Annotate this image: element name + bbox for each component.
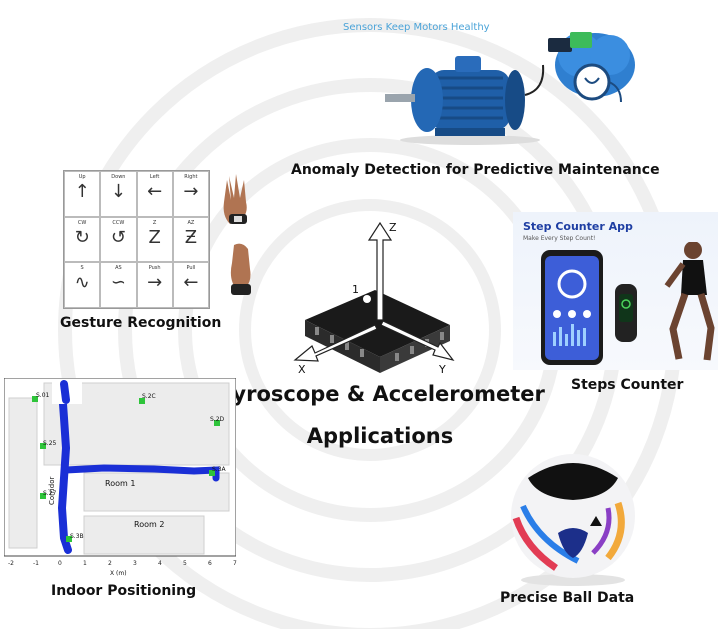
gesture-cell: Up↑ [64, 171, 101, 217]
gesture-cell: Pull← [172, 262, 209, 308]
marker-s2c: S.2C [142, 393, 156, 400]
gesture-cell-label: Left [149, 174, 160, 180]
gesture-cell-label: AZ [187, 219, 195, 226]
gesture-glyph-icon: ↑ [74, 181, 90, 202]
xtick-label: 4 [158, 560, 162, 567]
xtick-label: 3 [133, 560, 137, 567]
corridor-label: Corridor [48, 476, 56, 505]
ball-label: Precise Ball Data [500, 590, 635, 606]
gesture-cell-label: S [80, 265, 84, 272]
pin1-label: 1 [352, 283, 359, 296]
gesture-glyph-icon: → [147, 272, 163, 294]
step-counter-app-panel: Step Counter App Make Every Step Count! [513, 212, 718, 370]
sensor-chip-diagram [293, 221, 455, 373]
step-app-title: Step Counter App [523, 220, 633, 233]
axis-x-label: X [298, 363, 306, 376]
gesture-glyph-icon: ↺ [110, 226, 126, 248]
gesture-cell-label: Down [111, 174, 126, 180]
chip-left-face [305, 320, 380, 373]
gesture-cell: CW↻ [64, 216, 101, 263]
hand-wave-icon [223, 174, 247, 224]
gesture-cell-label: Pull [186, 265, 196, 272]
gesture-cell-label: Right [184, 174, 198, 180]
xtick-label: 2 [108, 560, 112, 567]
motor-illustration [385, 56, 545, 145]
xtick-label: -2 [8, 560, 14, 567]
marker-s3a: S.3A [212, 466, 226, 473]
xtick-label: -1 [33, 560, 39, 567]
center-title-line2: Applications [306, 424, 454, 448]
indoor-xaxis-label: X (m) [110, 570, 127, 577]
indoor-positioning-map [4, 378, 236, 557]
gesture-cell: Push→ [136, 262, 173, 308]
xtick-label: 7 [233, 560, 237, 567]
xtick-label: 0 [58, 560, 62, 567]
room1-label: Room 1 [105, 479, 136, 488]
step-app-subtitle: Make Every Step Count! [523, 235, 596, 242]
center-title-line1: Gyroscope & Accelerometer [215, 382, 545, 406]
gesture-glyph-icon: Z [148, 226, 161, 248]
gesture-cell-label: CW [77, 219, 87, 226]
gesture-cell-label: Z [152, 219, 157, 226]
gesture-glyph-icon: ← [183, 272, 199, 294]
x-axis-arrow [293, 324, 378, 362]
gesture-cell: S∿ [64, 262, 101, 308]
gesture-cell: Right→ [172, 171, 209, 217]
xtick-label: 5 [183, 560, 187, 567]
gesture-cell: CCW↺ [100, 216, 137, 263]
gesture-cell-label: CCW [112, 219, 125, 226]
smart-ball-illustration [511, 454, 635, 586]
health-monitor-icon [548, 32, 635, 103]
position-trail-horizontal [62, 464, 220, 482]
maintenance-tagline: Sensors Keep Motors Healthy [343, 22, 490, 33]
y-axis-arrow [380, 320, 455, 361]
gesture-glyph-icon: ↻ [74, 226, 90, 248]
indoor-label: Indoor Positioning [51, 583, 197, 599]
z-axis-arrow [367, 221, 393, 321]
axis-y-label: Y [439, 363, 446, 376]
phone-and-runner-illustration [541, 242, 715, 365]
marker-s3b: S.3B [70, 533, 84, 540]
xtick-label: 1 [83, 560, 87, 567]
gesture-label: Gesture Recognition [60, 315, 222, 331]
gesture-cell: Down↓ [100, 171, 137, 217]
steps-label: Steps Counter [571, 377, 684, 393]
gesture-cell-label: Push [148, 265, 161, 272]
maintenance-label: Anomaly Detection for Predictive Mainten… [291, 162, 660, 178]
hand-fist-icon [230, 243, 251, 295]
gesture-cell-label: Up [78, 174, 86, 180]
axis-z-label: Z [389, 221, 397, 234]
gesture-glyph-icon: ↓ [110, 181, 126, 202]
marker-s27: S.27 [43, 490, 57, 497]
marker-s25: S.25 [43, 440, 57, 447]
gesture-cell-label: AS [115, 265, 122, 272]
room2-label: Room 2 [134, 520, 165, 529]
marker-s01: S.01 [36, 392, 50, 399]
gesture-glyph-icon: ∽ [110, 272, 126, 294]
marker-s2d: S.2D [210, 416, 225, 423]
gesture-glyph-icon: ∿ [74, 272, 90, 294]
gesture-glyph-icon: Ƶ [184, 226, 198, 248]
pin1-dot [363, 295, 371, 303]
indoor-xticks: -2 -1 0 1 2 3 4 5 6 7 [4, 560, 237, 570]
position-trail-vertical [57, 386, 72, 554]
gesture-glyph-icon: → [183, 181, 199, 202]
xtick-label: 6 [208, 560, 212, 567]
gesture-glyph-icon: ← [147, 181, 163, 202]
gesture-cell: Left← [136, 171, 173, 217]
gesture-cell: AS∽ [100, 262, 137, 308]
